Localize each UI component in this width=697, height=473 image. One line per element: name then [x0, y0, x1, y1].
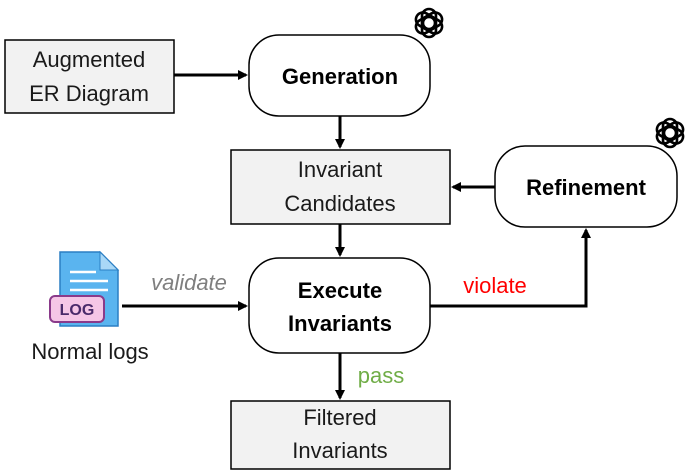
refinement-node: Refinement	[494, 145, 678, 228]
violate-label: violate	[463, 273, 527, 298]
validate-label: validate	[151, 270, 227, 295]
generation-node: Generation	[248, 34, 431, 117]
execute-line2: Invariants	[288, 311, 392, 336]
candidates-box: Invariant Candidates	[230, 149, 451, 225]
refinement-label: Refinement	[526, 175, 646, 200]
filtered-line1: Filtered	[303, 405, 376, 430]
candidates-line1: Invariant	[298, 157, 382, 182]
normal-logs-caption: Normal logs	[31, 339, 148, 364]
er-diagram-line1: Augmented	[33, 47, 146, 72]
log-file-icon: LOG	[49, 250, 120, 327]
filtered-line2: Invariants	[292, 438, 387, 463]
openai-logo-icon	[412, 7, 446, 39]
er-diagram-line2: ER Diagram	[29, 81, 149, 106]
openai-logo-icon	[653, 117, 687, 149]
candidates-line2: Candidates	[284, 191, 395, 216]
execute-line1: Execute	[298, 278, 382, 303]
generation-label: Generation	[282, 64, 398, 89]
pass-label: pass	[358, 363, 404, 388]
execute-node: Execute Invariants	[248, 257, 431, 354]
log-icon-text: LOG	[60, 302, 95, 319]
er-diagram-box: Augmented ER Diagram	[4, 39, 175, 114]
edge-execute-to-refinement	[430, 228, 591, 308]
filtered-box: Filtered Invariants	[230, 400, 451, 470]
